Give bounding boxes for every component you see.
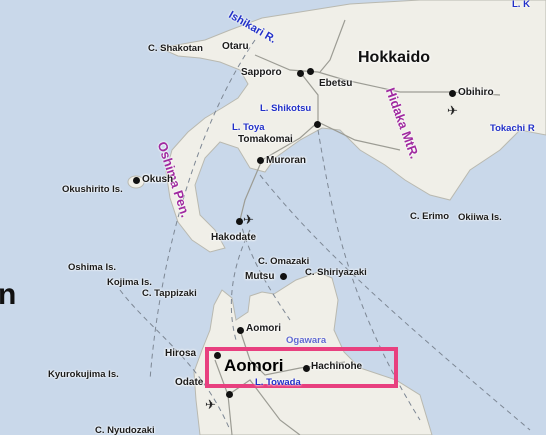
place-label-obihiro: Obihiro [458, 87, 494, 98]
place-label-hirosaki: Hirosa [165, 348, 197, 359]
hokkaido-land [158, 0, 546, 253]
obihiro-dot [449, 90, 456, 97]
hakodate-dot [236, 218, 243, 225]
odate-dot [226, 391, 233, 398]
okushiri-dot [133, 177, 140, 184]
place-label-hachinohe: Hachinohe [311, 361, 363, 372]
hirosaki-dot [214, 352, 221, 359]
cape-label-shakotan: C. Shakotan [148, 43, 203, 54]
island-label-okushirito: Okushirito Is. [62, 184, 123, 195]
place-label-aomori-city: Aomori [246, 323, 281, 334]
place-label-odate: Odate [175, 377, 204, 388]
place-label-muroran: Muroran [266, 155, 306, 166]
place-label-okushiri: Okush [142, 174, 174, 185]
top-right-label: L. K [512, 0, 530, 10]
river-label-tokachi: Tokachi R [490, 123, 535, 134]
island-label-okiiwa: Okiiwa Is. [458, 212, 502, 223]
cape-label-tappizaki: C. Tappizaki [142, 288, 197, 299]
cropped-text-fragment: n [0, 278, 17, 311]
island-label-oshima: Oshima Is. [68, 262, 117, 273]
tomakomai-dot [314, 121, 321, 128]
aomori-city-dot [237, 327, 244, 334]
place-label-hakodate: Hakodate [211, 232, 257, 243]
prefecture-label-aomori: Aomori [224, 356, 284, 375]
place-label-ebetsu: Ebetsu [319, 78, 353, 89]
place-label-mutsu: Mutsu [245, 271, 275, 282]
cape-label-nyudozaki: C. Nyudozaki [95, 425, 155, 436]
island-label-kojima: Kojima Is. [107, 277, 152, 288]
lake-label-towada: L. Towada [255, 377, 301, 388]
airplane-icon: ✈ [447, 103, 458, 118]
sea-routes [119, 39, 531, 431]
place-label-sapporo: Sapporo [241, 67, 282, 78]
airplane-icon: ✈ [205, 397, 216, 412]
lake-label-shikotsu: L. Shikotsu [260, 103, 312, 114]
place-label-otaru: Otaru [222, 41, 249, 52]
region-label-hokkaido: Hokkaido [358, 49, 431, 66]
cape-label-omazaki: C. Omazaki [258, 256, 310, 267]
ebetsu-dot [307, 68, 314, 75]
muroran-dot [257, 157, 264, 164]
lake-label-ogawara: Ogawara [286, 335, 327, 346]
sapporo-dot [297, 70, 304, 77]
island-label-kyurokujima: Kyurokujima Is. [48, 369, 119, 380]
mutsu-dot [280, 273, 287, 280]
hachinohe-dot [303, 365, 310, 372]
cape-label-shiriyazaki: C. Shiriyazaki [305, 267, 367, 278]
airplane-icon: ✈ [243, 212, 254, 227]
honshu-land [193, 271, 433, 435]
highlight-box [205, 347, 398, 388]
lake-label-toya: L. Toya [232, 122, 265, 133]
cape-label-erimo: C. Erimo [410, 211, 450, 222]
place-label-tomakomai: Tomakomai [238, 134, 293, 145]
